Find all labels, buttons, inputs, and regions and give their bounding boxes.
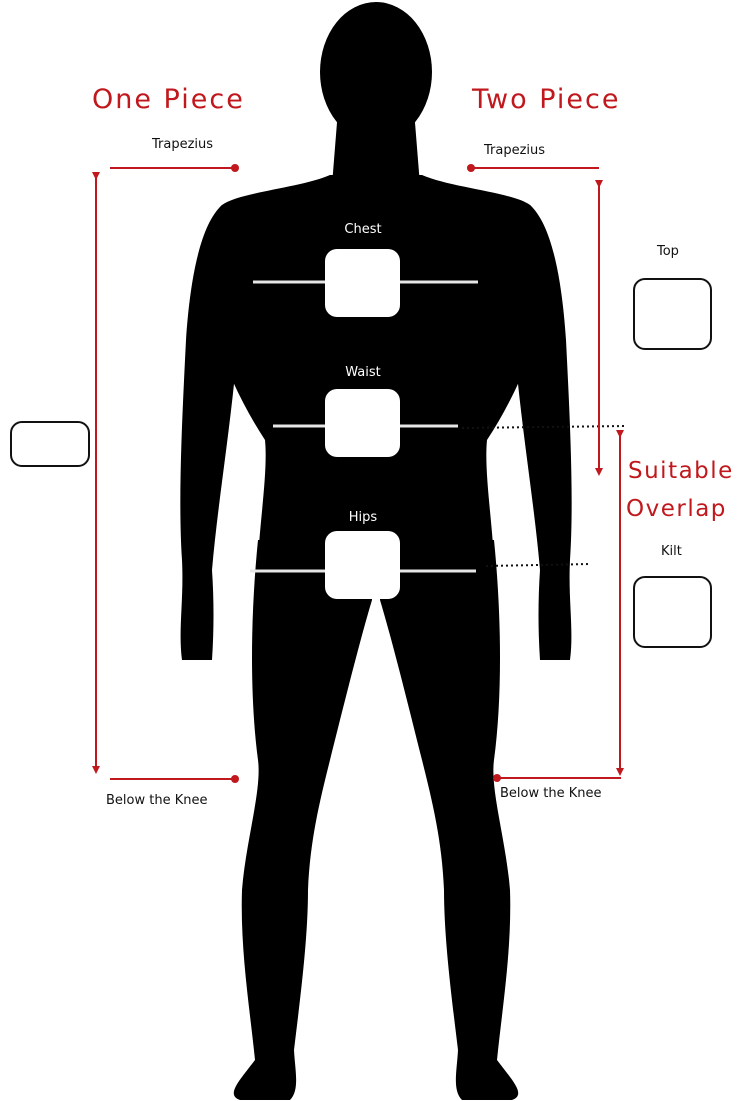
trapezius-left-label: Trapezius (152, 137, 213, 152)
waist-label: Waist (326, 365, 400, 380)
hips-measurement-box[interactable] (325, 531, 400, 599)
top-measurement-box[interactable] (633, 278, 712, 350)
chest-measurement-box[interactable] (325, 249, 400, 317)
hips-label: Hips (326, 510, 400, 525)
top-label: Top (657, 244, 679, 259)
kilt-label: Kilt (661, 544, 682, 559)
overlap-heading: Overlap (626, 490, 727, 528)
one-piece-heading: One Piece (92, 84, 245, 115)
below-knee-left-label: Below the Knee (106, 793, 207, 808)
waist-measurement-box[interactable] (325, 389, 400, 457)
kilt-measurement-box[interactable] (633, 576, 712, 648)
trapezius-right-label: Trapezius (484, 143, 545, 158)
below-knee-right-label: Below the Knee (500, 786, 601, 801)
chest-label: Chest (326, 222, 400, 237)
one-piece-measurement-box[interactable] (10, 421, 90, 467)
two-piece-heading: Two Piece (472, 84, 620, 115)
suitable-heading: Suitable (628, 452, 734, 490)
